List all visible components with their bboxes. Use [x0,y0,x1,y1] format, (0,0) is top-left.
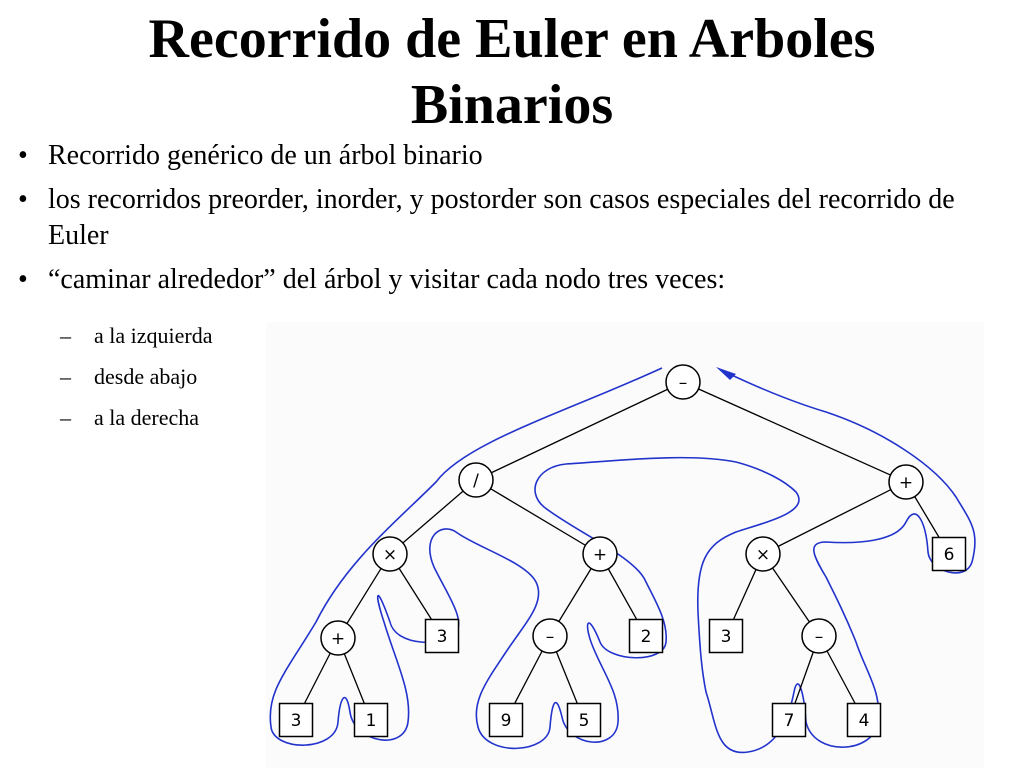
subbullet-item: – a la izquierda [60,322,213,350]
subbullet-marker: – [60,405,71,430]
operator-node: × [372,536,408,572]
node-box [488,702,524,738]
operator-node: – [801,618,837,654]
tree-nodes: – / + × + × 6 +3 – 2 3 – 3 1 9 5 7 4 [278,364,967,738]
node-circle [665,364,701,400]
bullet-marker: • [18,140,28,171]
leaf-node: 3 [424,618,460,654]
node-label: + [593,545,607,565]
node-circle [745,536,781,572]
node-circle [320,620,356,656]
node-label: 6 [944,545,955,565]
node-label: 2 [641,627,652,647]
subbullet-text: a la izquierda [94,323,213,348]
leaf-node: 3 [708,618,744,654]
euler-tour-path [269,367,976,754]
subbullet-item: – a la derecha [60,404,213,432]
node-label: 3 [721,627,732,647]
subbullet-marker: – [60,323,71,348]
node-box [424,618,460,654]
node-label: 4 [859,711,870,731]
node-label: 1 [366,711,377,731]
node-circle [458,462,494,498]
node-label: × [756,545,770,565]
tree-edge [475,479,601,555]
operator-node: – [532,618,568,654]
subbullet-text: a la derecha [94,405,200,430]
operator-node: + [888,464,924,500]
node-box [628,618,664,654]
bullet-list: • Recorrido genérico de un árbol binario… [16,138,996,306]
bullet-marker: • [18,184,28,215]
tree-edge [389,479,477,555]
leaf-node: 2 [628,618,664,654]
bullet-item: • “caminar alrededor” del árbol y visita… [16,262,996,298]
leaf-node: 4 [846,702,882,738]
leaf-node: 6 [931,536,967,572]
leaf-node: 5 [566,702,602,738]
operator-node: + [320,620,356,656]
tree-edge [762,481,907,555]
node-box [278,702,314,738]
node-label: – [546,627,555,647]
operator-node: × [745,536,781,572]
bullet-text: los recorridos preorder, inorder, y post… [48,184,955,251]
subbullet-marker: – [60,364,71,389]
node-label: + [331,629,345,649]
node-box [771,702,807,738]
node-label: 7 [784,711,795,731]
subbullet-list: – a la izquierda – desde abajo – a la de… [60,322,213,445]
euler-tree-diagram: – / + × + × 6 +3 – 2 3 – 3 1 9 5 7 4 [266,322,984,768]
node-box [931,536,967,572]
euler-tree-svg: – / + × + × 6 +3 – 2 3 – 3 1 9 5 7 4 [269,364,976,754]
title-line-2: Binarios [410,74,614,136]
subbullet-text: desde abajo [94,364,198,389]
node-box [353,702,389,738]
node-label: / [473,471,479,491]
node-label: × [383,545,397,565]
node-label: 5 [579,711,590,731]
tree-edge [475,381,684,481]
node-box [708,618,744,654]
node-label: – [679,373,688,393]
euler-arrowhead-icon [716,367,736,380]
node-label: 3 [291,711,302,731]
leaf-node: 9 [488,702,524,738]
bullet-text: Recorrido genérico de un árbol binario [48,140,483,171]
title-line-1: Recorrido de Euler en Arboles [148,8,876,70]
node-circle [582,536,618,572]
bullet-item: • Recorrido genérico de un árbol binario [16,138,996,174]
leaf-node: 3 [278,702,314,738]
operator-node: + [582,536,618,572]
tree-edge [682,381,907,483]
subbullet-item: – desde abajo [60,363,213,391]
leaf-node: 7 [771,702,807,738]
leaf-node: 1 [353,702,389,738]
node-circle [532,618,568,654]
node-label: 9 [501,711,512,731]
node-box [566,702,602,738]
node-circle [801,618,837,654]
node-label: + [899,473,913,493]
bullet-item: • los recorridos preorder, inorder, y po… [16,182,996,254]
node-circle [888,464,924,500]
node-circle [372,536,408,572]
operator-node: / [458,462,494,498]
bullet-text: “caminar alrededor” del árbol y visitar … [48,264,726,295]
node-box [846,702,882,738]
operator-node: – [665,364,701,400]
bullet-marker: • [18,264,28,295]
slide-title: Recorrido de Euler en Arboles Binarios [40,6,984,138]
node-label: – [815,627,824,647]
node-label: 3 [437,627,448,647]
